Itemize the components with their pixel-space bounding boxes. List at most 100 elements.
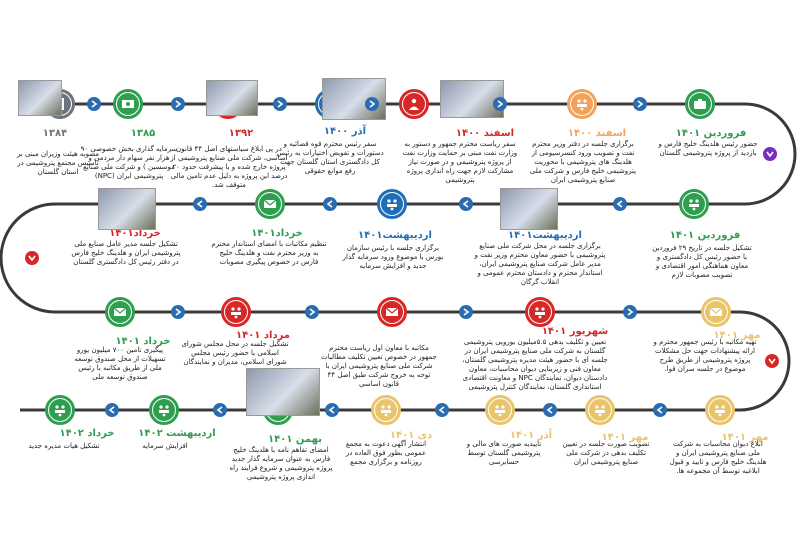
- event-description: افزایش سرمایه: [120, 442, 210, 451]
- timeline-node-e2: [113, 89, 143, 119]
- event-date: ۱۳۸۵: [98, 128, 188, 139]
- meeting-icon: [713, 403, 727, 417]
- event-description: برگزاری جلسه با رئیس سازمان بورس با موضو…: [338, 244, 448, 271]
- chevron-icon: [763, 147, 777, 161]
- event-description: تشکیل جلسه مدیر عامل صنایع ملی پتروشیمی …: [70, 240, 182, 267]
- meeting-icon: [687, 197, 701, 211]
- money-icon: [121, 97, 135, 111]
- event-date: اردیبهشت ۱۴۰۲: [132, 428, 222, 439]
- timeline-node-e24: [45, 395, 75, 425]
- timeline-node-e15: [377, 297, 407, 327]
- chevron-icon: [171, 97, 185, 111]
- event-photo: [246, 368, 320, 416]
- event-date: خرداد۱۴۰۱: [232, 228, 322, 239]
- event-description: تشکیل جلسه در محل مجلس شورای اسلامی با ح…: [180, 340, 290, 367]
- timeline-node-e8: [679, 189, 709, 219]
- meeting-icon: [593, 403, 607, 417]
- event-photo: [500, 188, 558, 230]
- event-description: تشکیل جلسه در تاریخ ۲۹ فروردین با حضور ر…: [652, 244, 752, 280]
- chevron-icon: [273, 97, 287, 111]
- event-date: اردیبهشت۱۴۰۱: [350, 230, 440, 241]
- chevron-icon: [87, 97, 101, 111]
- event-description: برگزاری جلسه در محل شرکت ملی صنایع پتروش…: [470, 242, 610, 287]
- timeline-node-e21: [371, 395, 401, 425]
- event-description: سفر ریاست محترم جمهور و دستور به وزارت ن…: [400, 140, 520, 185]
- chevron-icon: [765, 354, 779, 368]
- chevron-icon: [543, 403, 557, 417]
- timeline-node-e10: [377, 189, 407, 219]
- chevron-icon: [213, 403, 227, 417]
- event-description: تهیه مکاتبه با رئیس جمهور محترم و ارائه …: [650, 338, 760, 374]
- event-description: ابلاغ دیوان محاسبات به شرکت ملی صنایع پت…: [668, 440, 768, 476]
- chevron-icon: [613, 197, 627, 211]
- event-description: تعیین و تکلیف بدهی ۵.۵میلیون یورویی پترو…: [460, 338, 610, 392]
- event-date: ۱۳۸۴: [10, 128, 100, 139]
- chevron-icon: [171, 305, 185, 319]
- mail-icon: [113, 305, 127, 319]
- timeline-node-e18: [705, 395, 735, 425]
- chevron-icon: [105, 403, 119, 417]
- meeting-icon: [157, 403, 171, 417]
- meeting-icon: [493, 403, 507, 417]
- chevron-icon: [459, 197, 473, 211]
- event-description: در پی ابلاغ سیاستهای اصل ۴۴ قانون اساسی،…: [170, 145, 288, 190]
- event-description: تنظیم مکاتبات با امضای استاندار محترم به…: [210, 240, 328, 267]
- meeting-icon: [575, 97, 589, 111]
- timeline-node-e7: [685, 89, 715, 119]
- timeline-node-e19: [585, 395, 615, 425]
- mail-icon: [709, 305, 723, 319]
- event-description: تشکیل هیات مدیره جدید: [18, 442, 110, 451]
- event-date: فروردین ۱۴۰۱: [666, 128, 756, 139]
- event-photo: [18, 80, 62, 116]
- event-date: فروردین ۱۴۰۱: [660, 230, 750, 241]
- chevron-icon: [323, 197, 337, 211]
- event-date: شهریور ۱۴۰۱: [530, 326, 620, 337]
- timeline-node-e20: [485, 395, 515, 425]
- timeline-node-e16: [525, 297, 555, 327]
- timeline-node-e13: [105, 297, 135, 327]
- event-description: تصویب صورت جلسه در تعیین تکلیف بدهی در ش…: [558, 440, 654, 467]
- meeting-icon: [53, 403, 67, 417]
- timeline-node-e11: [255, 189, 285, 219]
- timeline-node-e17: [701, 297, 731, 327]
- event-description: سرمایه گذاری بخش خصوصی ۹۰ هزار نفر سهام …: [80, 145, 178, 181]
- event-date: اسفند ۱۴۰۰: [552, 128, 642, 139]
- timeline-node-e14: [221, 297, 251, 327]
- event-date: اسفند ۱۴۰۰: [440, 128, 530, 139]
- event-date: بهمن ۱۴۰۱: [250, 434, 340, 445]
- timeline-node-e23: [149, 395, 179, 425]
- event-photo: [206, 80, 258, 116]
- chevron-icon: [435, 403, 449, 417]
- chevron-icon: [193, 197, 207, 211]
- event-description: تاییدیه صورت های مالی و پتروشیمی گلستان …: [456, 440, 552, 467]
- chevron-icon: [305, 305, 319, 319]
- event-description: سفر رئیس محترم قوه قضائیه و دستورات و تف…: [275, 140, 385, 176]
- chevron-icon: [365, 97, 379, 111]
- event-photo: [98, 188, 156, 230]
- meeting-icon: [379, 403, 393, 417]
- timeline-node-e5: [399, 89, 429, 119]
- mail-icon: [263, 197, 277, 211]
- event-date: خرداد ۱۴۰۲: [42, 428, 132, 439]
- meeting-icon: [533, 305, 547, 319]
- event-description: حضور رئیس هلدینگ خلیج فارس و بازدید از پ…: [658, 140, 758, 158]
- event-description: امضای تفاهم نامه با هلدینگ خلیج فارس به …: [226, 446, 336, 482]
- mail-icon: [385, 305, 399, 319]
- meeting-icon: [385, 197, 399, 211]
- chevron-icon: [493, 97, 507, 111]
- chevron-icon: [653, 403, 667, 417]
- chevron-icon: [459, 305, 473, 319]
- timeline-node-e6: [567, 89, 597, 119]
- visit-icon: [407, 97, 421, 111]
- chevron-icon: [633, 97, 647, 111]
- event-description: مکاتبه با معاون اول ریاست محترم جمهور در…: [320, 344, 438, 389]
- meeting-icon: [229, 305, 243, 319]
- event-description: پیگیری تامین ۷۰۰ میلیون یورو تسهیلات از …: [70, 346, 170, 382]
- event-date: ۱۳۹۲: [196, 128, 286, 139]
- briefcase-icon: [693, 97, 707, 111]
- chevron-icon: [325, 403, 339, 417]
- event-date: آذر ۱۴۰۰: [300, 126, 390, 137]
- chevron-icon: [25, 251, 39, 265]
- event-date: اردیبهشت۱۴۰۱: [500, 230, 590, 241]
